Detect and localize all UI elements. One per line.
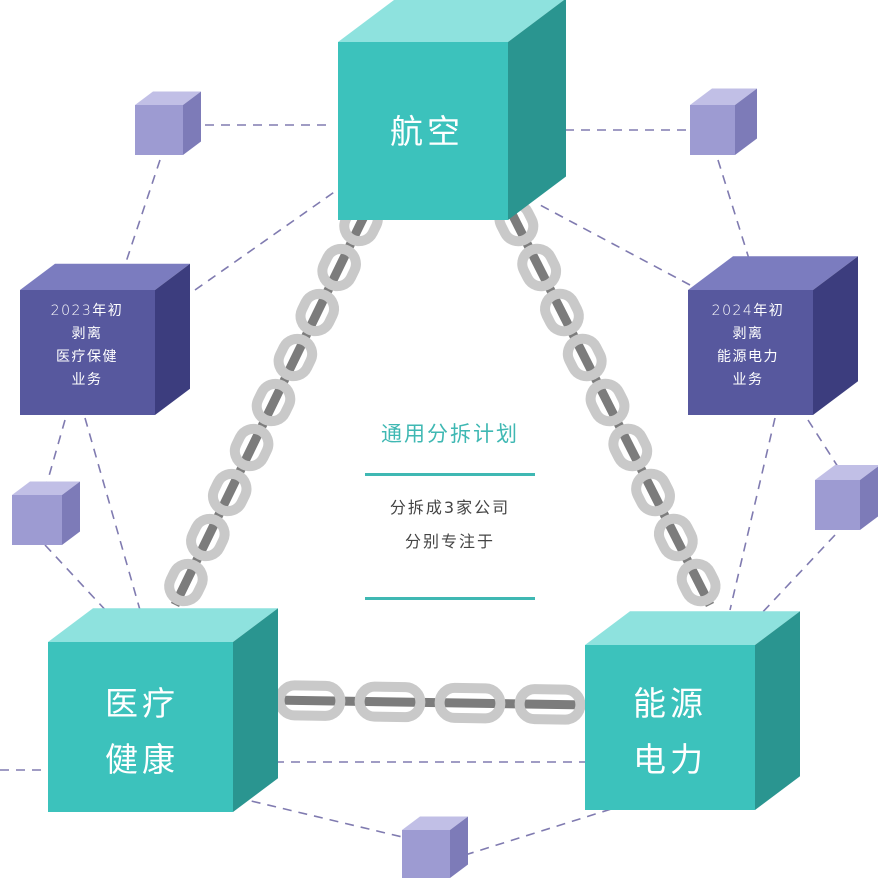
chain-link — [517, 243, 562, 292]
energy-cube — [585, 611, 800, 810]
chain-link — [585, 378, 630, 427]
chain-link — [653, 513, 698, 562]
cube-side-face — [735, 88, 757, 155]
dashed-connector — [539, 204, 691, 286]
aviation-cube-label: 航空 — [390, 112, 464, 151]
chain-bar — [500, 197, 715, 608]
center-title: 通用分拆计划 — [381, 422, 519, 446]
center-divider-bottom — [365, 597, 535, 600]
center-line-2: 分别专注于 — [404, 532, 495, 551]
cube-front-face — [688, 290, 813, 415]
dashed-connector — [759, 534, 836, 616]
aviation-cube — [338, 0, 566, 220]
center-divider-top — [365, 473, 535, 476]
chain-link — [514, 684, 586, 725]
dashed-connector — [194, 187, 341, 291]
small-cube — [690, 88, 757, 155]
chain-link — [251, 378, 296, 427]
chain-link — [354, 681, 426, 723]
center-line-1: 分拆成3家公司 — [389, 498, 511, 517]
chain-link — [229, 423, 274, 472]
cube-front-face — [135, 105, 183, 155]
chain-link — [608, 423, 653, 472]
chain-link — [274, 680, 346, 721]
chain-link — [164, 558, 208, 607]
cube-front-face — [402, 830, 450, 878]
chain-link — [295, 288, 340, 337]
dashed-connector — [44, 544, 111, 616]
dashed-connector — [729, 417, 776, 611]
small-cube — [135, 91, 201, 155]
cube-top-face — [135, 91, 201, 105]
dashed-connector — [717, 159, 751, 263]
cube-side-face — [813, 256, 858, 415]
energy-spinoff-note: 2024年初 剥离 能源电力 业务 — [711, 303, 785, 388]
cube-top-face — [585, 611, 800, 645]
chain-link — [207, 468, 252, 517]
healthcare-cube-label: 医疗 健康 — [105, 684, 179, 779]
chain-link — [434, 682, 506, 724]
cube-top-face — [688, 256, 858, 290]
cube-top-face — [815, 465, 878, 480]
cube-side-face — [155, 263, 190, 415]
cube-front-face — [585, 645, 755, 810]
small-cube — [12, 481, 80, 545]
small-cube — [402, 816, 468, 878]
cube-side-face — [860, 466, 878, 530]
chain-link — [273, 333, 318, 382]
small-cube — [815, 465, 878, 530]
chain-link — [186, 513, 230, 562]
chain-bar — [170, 198, 377, 607]
cube-front-face — [690, 105, 735, 155]
dashed-connector — [44, 419, 66, 491]
chain-bar — [269, 695, 591, 710]
cube-top-face — [12, 481, 80, 495]
cube-side-face — [183, 91, 201, 155]
chain-link — [676, 558, 721, 607]
cube-front-face — [12, 495, 62, 545]
cube-front-face — [815, 480, 860, 530]
healthcare-spinoff-cube — [20, 263, 190, 415]
chain — [269, 680, 591, 725]
cube-front-face — [338, 42, 508, 220]
cube-side-face — [508, 0, 566, 220]
cube-front-face — [48, 642, 233, 812]
cube-side-face — [62, 481, 80, 545]
dashed-connector — [807, 419, 841, 471]
dashed-connector — [124, 159, 161, 266]
dashed-connector — [84, 417, 141, 611]
cube-top-face — [48, 608, 278, 642]
energy-cube-label: 能源 电力 — [633, 684, 707, 779]
cube-top-face — [402, 816, 468, 830]
healthcare-cube — [48, 608, 278, 812]
chain-link — [631, 468, 675, 517]
chain-link — [540, 288, 584, 337]
cube-top-face — [20, 263, 190, 290]
cube-top-face — [338, 0, 564, 42]
chain-link — [317, 243, 361, 292]
cube-top-face — [690, 88, 757, 105]
energy-spinoff-cube — [688, 256, 858, 415]
healthcare-spinoff-note: 2023年初 剥离 医疗保健 业务 — [50, 303, 124, 388]
cube-front-face — [20, 290, 155, 415]
cube-side-face — [755, 611, 800, 810]
cube-side-face — [450, 816, 468, 878]
chain — [164, 198, 383, 607]
chain-link — [562, 333, 607, 382]
cube-side-face — [233, 608, 278, 812]
